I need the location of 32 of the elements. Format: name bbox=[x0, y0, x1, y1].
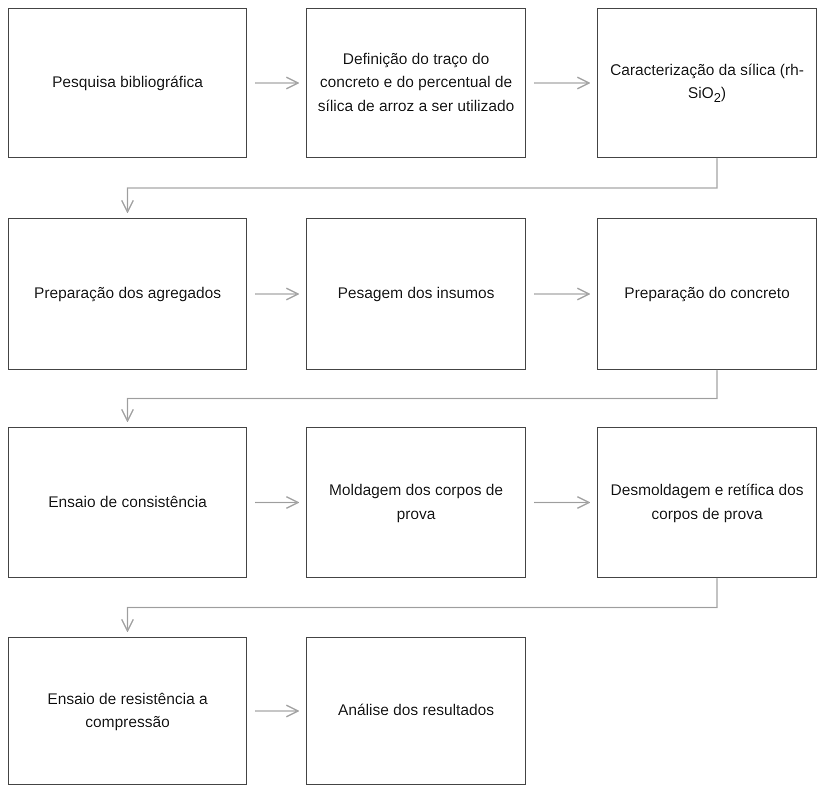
step-text: Desmoldagem e retífica dos corpos de prova bbox=[610, 481, 804, 524]
process-box bbox=[306, 8, 526, 158]
process-box bbox=[306, 218, 526, 370]
step-text: Preparação do concreto bbox=[624, 284, 790, 304]
step-text: Ensaio de consistência bbox=[48, 492, 207, 513]
arrow bbox=[120, 578, 718, 632]
arrow bbox=[255, 704, 299, 718]
step-text: Caracterização da sílica (rh-SiO$_{2}$) bbox=[609, 60, 805, 107]
arrow bbox=[534, 287, 590, 301]
step-text: Definição do traço do concreto e do percentual de sílica de arroz a ser utilizado bbox=[317, 50, 515, 117]
process-box bbox=[8, 218, 247, 370]
arrow bbox=[534, 496, 590, 510]
step-text: Preparação dos agregados bbox=[34, 284, 221, 304]
arrow bbox=[255, 287, 299, 301]
process-box bbox=[306, 427, 526, 578]
arrow bbox=[255, 496, 299, 510]
arrow bbox=[534, 76, 590, 90]
step-text: Pesquisa bibliográfica bbox=[52, 73, 203, 94]
process-box bbox=[8, 8, 247, 158]
process-box bbox=[8, 637, 247, 785]
arrow bbox=[120, 370, 718, 422]
arrow bbox=[255, 76, 299, 90]
step-text: Ensaio de resistência a compressão bbox=[46, 690, 209, 733]
step-text: Moldagem dos corpos de prova bbox=[328, 481, 504, 524]
process-box bbox=[597, 427, 817, 578]
process-box bbox=[597, 218, 817, 370]
step-text: Análise dos resultados bbox=[338, 701, 494, 722]
step-text: Pesagem dos insumos bbox=[338, 284, 494, 304]
process-box bbox=[306, 637, 526, 785]
arrow bbox=[120, 158, 718, 213]
process-box bbox=[8, 427, 247, 578]
process-box bbox=[597, 8, 817, 158]
